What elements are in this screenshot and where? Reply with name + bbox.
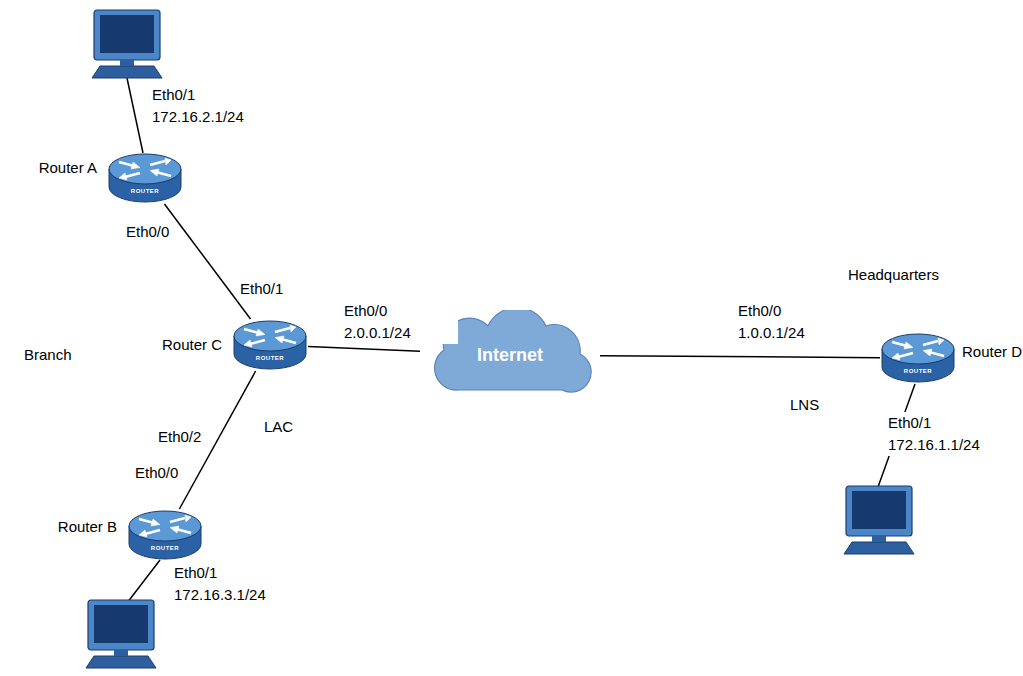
pc-icon <box>844 486 914 554</box>
pc-wire <box>127 560 160 603</box>
port-label: Eth0/1 172.16.1.1/24 <box>886 412 1002 456</box>
port-label: LAC <box>262 416 295 438</box>
pc-stand <box>114 650 128 656</box>
router-icon: Router DROUTER <box>880 332 956 384</box>
pc-wires <box>127 78 915 603</box>
router-arrows <box>892 338 944 360</box>
router-name: Router A <box>39 159 97 177</box>
pc-stand <box>872 536 886 542</box>
pc-base <box>86 656 156 668</box>
pc-icon <box>86 600 156 668</box>
router-brand: ROUTER <box>127 545 203 552</box>
pc-stand <box>120 60 134 66</box>
port-label: Eth0/1 172.16.2.1/24 <box>150 84 266 128</box>
router-shape <box>880 332 956 384</box>
pc-screen <box>852 491 906 529</box>
router-name: Router C <box>162 336 222 354</box>
pc-screen <box>100 15 154 53</box>
port-label: Eth0/0 1.0.0.1/24 <box>736 300 852 344</box>
port-label: Branch <box>22 344 74 366</box>
cloud-label: Internet <box>477 345 543 366</box>
router-top <box>109 154 181 184</box>
router-name: Router B <box>58 518 117 536</box>
router-top <box>129 511 201 541</box>
router-shape <box>232 319 308 371</box>
router-arrows <box>244 325 296 347</box>
cloud-outline <box>435 310 592 392</box>
router-brand: ROUTER <box>232 355 308 362</box>
pc-base <box>92 66 162 78</box>
pc-screen <box>94 605 148 643</box>
port-label: Eth0/0 2.0.0.1/24 <box>342 300 458 344</box>
pc-monitor <box>846 486 912 536</box>
link-line <box>600 356 880 358</box>
link-line <box>164 204 250 319</box>
pc-wire <box>127 78 143 153</box>
link-line <box>308 347 420 352</box>
router-brand: ROUTER <box>880 368 956 375</box>
router-icon: Router CROUTER <box>232 319 308 371</box>
router-top <box>882 334 954 364</box>
router-top <box>234 321 306 351</box>
port-label: Eth0/2 <box>156 426 203 448</box>
router-name: Router D <box>962 343 1022 361</box>
port-label: Eth0/1 172.16.3.1/24 <box>172 562 288 606</box>
port-label: LNS <box>788 394 821 416</box>
pc-monitor <box>88 600 154 650</box>
router-brand: ROUTER <box>107 188 183 195</box>
port-label: Eth0/0 <box>133 462 180 484</box>
router-arrows <box>139 515 191 537</box>
router-icon: Router AROUTER <box>107 152 183 204</box>
router-shape <box>107 152 183 204</box>
pc-base <box>844 542 914 554</box>
port-label: Eth0/1 <box>238 278 285 300</box>
port-label: Headquarters <box>846 264 941 286</box>
router-arrows <box>119 158 171 180</box>
router-icon: Router BROUTER <box>127 509 203 561</box>
port-label: Eth0/0 <box>124 221 171 243</box>
pc-monitor <box>94 10 160 60</box>
router-shape <box>127 509 203 561</box>
pc-icon <box>92 10 162 78</box>
